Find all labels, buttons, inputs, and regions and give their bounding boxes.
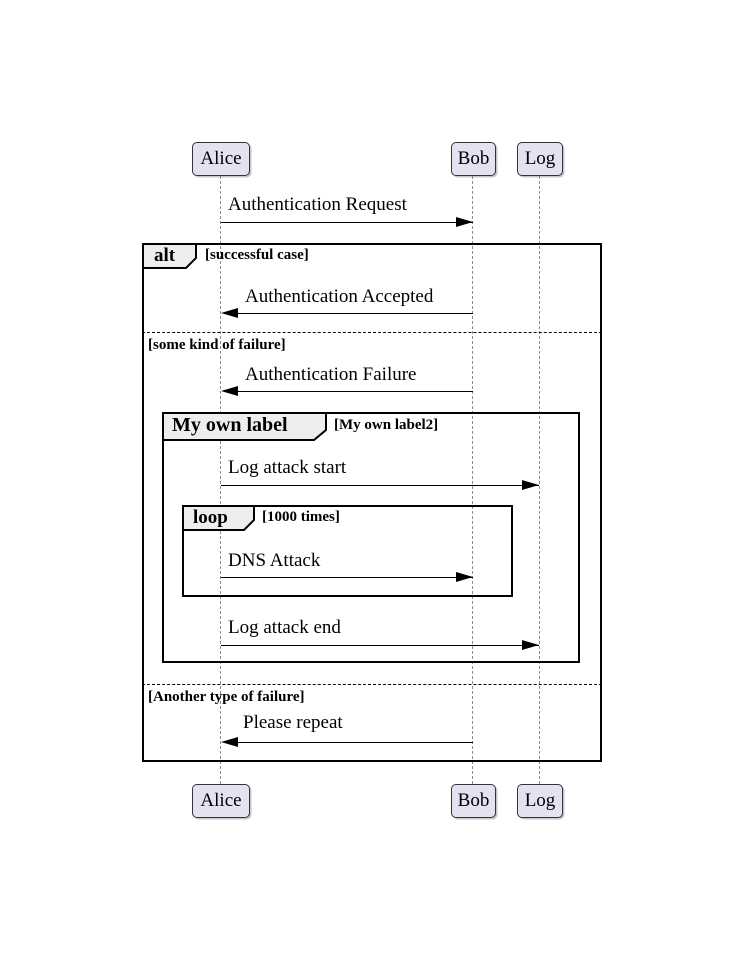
lifeline-alice bbox=[220, 176, 221, 784]
arrowhead-right-icon bbox=[522, 480, 539, 490]
arrowhead-left-icon bbox=[221, 308, 238, 318]
participant-alice-top: Alice bbox=[192, 142, 250, 176]
message-please-repeat: Please repeat bbox=[243, 712, 343, 733]
alt-frame-label: alt bbox=[154, 245, 176, 266]
participant-bob-top: Bob bbox=[451, 142, 496, 176]
participant-alice-bottom: Alice bbox=[192, 784, 250, 818]
loop-condition: [1000 times] bbox=[262, 509, 340, 525]
group-frame bbox=[162, 412, 580, 663]
loop-frame-tab bbox=[182, 505, 255, 531]
participant-log-bottom-label: Log bbox=[524, 790, 556, 811]
arrowhead-right-icon bbox=[456, 572, 473, 582]
alt-condition-1: [successful case] bbox=[205, 247, 309, 263]
participant-bob-bottom-label: Bob bbox=[457, 790, 490, 811]
group-condition: [My own label2] bbox=[334, 417, 439, 433]
participant-alice-bottom-label: Alice bbox=[200, 790, 242, 811]
arrow-dns-attack bbox=[221, 577, 473, 578]
loop-frame bbox=[182, 505, 513, 597]
message-log-attack-start: Log attack start bbox=[228, 457, 347, 478]
arrowhead-right-icon bbox=[456, 217, 473, 227]
group-frame-tab bbox=[162, 412, 327, 441]
arrow-auth-request bbox=[221, 222, 473, 223]
alt-divider-2 bbox=[142, 684, 602, 685]
arrowhead-left-icon bbox=[221, 737, 238, 747]
arrowhead-right-icon bbox=[522, 640, 539, 650]
message-auth-failure: Authentication Failure bbox=[245, 364, 417, 385]
alt-condition-2: [some kind of failure] bbox=[148, 337, 286, 353]
participant-bob-top-label: Bob bbox=[457, 148, 490, 169]
arrow-log-attack-start bbox=[221, 485, 539, 486]
participant-log-bottom: Log bbox=[517, 784, 563, 818]
arrow-log-attack-end bbox=[221, 645, 539, 646]
alt-frame-tab bbox=[142, 243, 197, 269]
loop-frame-label: loop bbox=[193, 507, 228, 528]
participant-log-top: Log bbox=[517, 142, 563, 176]
message-auth-request: Authentication Request bbox=[228, 194, 407, 215]
lifeline-bob bbox=[472, 176, 473, 784]
message-dns-attack: DNS Attack bbox=[228, 550, 321, 571]
arrow-auth-accepted bbox=[224, 313, 473, 314]
message-auth-accepted: Authentication Accepted bbox=[245, 286, 434, 307]
lifeline-log bbox=[539, 176, 540, 784]
participant-bob-bottom: Bob bbox=[451, 784, 496, 818]
group-frame-label: My own label bbox=[172, 414, 288, 436]
alt-frame bbox=[142, 243, 602, 762]
arrow-auth-failure bbox=[224, 391, 473, 392]
arrow-please-repeat bbox=[224, 742, 473, 743]
message-log-attack-end: Log attack end bbox=[228, 617, 341, 638]
alt-divider-1 bbox=[142, 332, 602, 333]
participant-log-top-label: Log bbox=[524, 148, 556, 169]
participant-alice-top-label: Alice bbox=[200, 148, 242, 169]
arrowhead-left-icon bbox=[221, 386, 238, 396]
alt-condition-3: [Another type of failure] bbox=[148, 689, 305, 705]
